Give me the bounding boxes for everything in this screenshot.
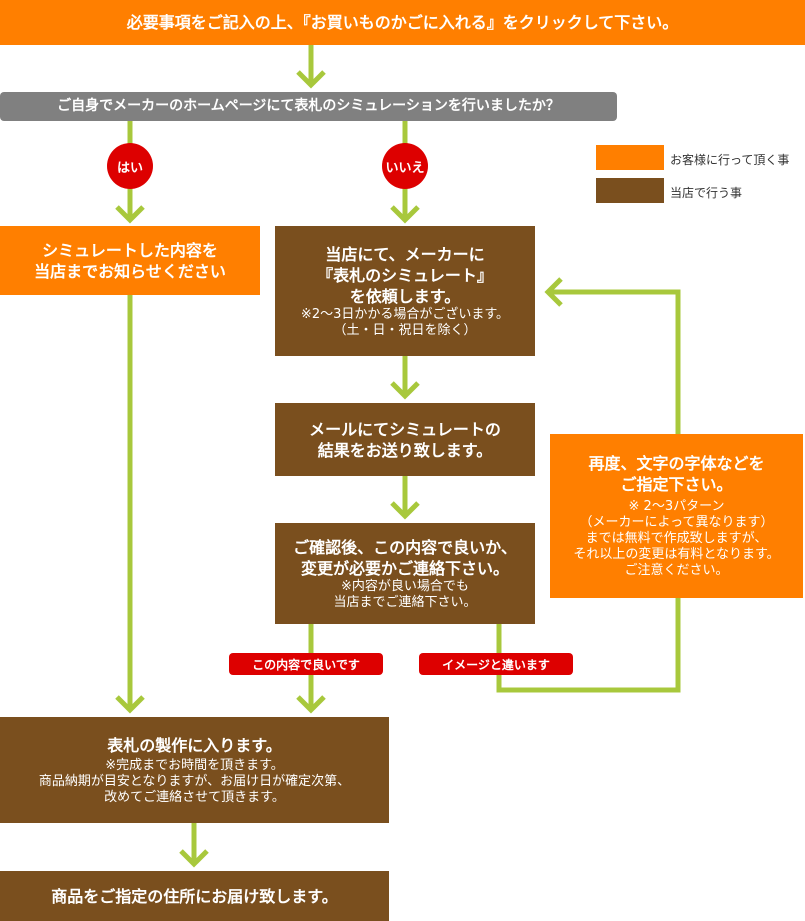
yes-answer-label: はい xyxy=(116,160,143,176)
question-text: ご自身でメーカーのホームページにて表札のシミュレーションを行いましたか？ xyxy=(57,98,560,114)
different-label-tag: イメージと違います xyxy=(419,653,573,675)
ok-label-text: この内容で良いです xyxy=(252,657,360,672)
header-text: 必要事項をご記入の上、『お買いものかごに入れる』をクリックして下さい。 xyxy=(126,13,679,32)
yes-answer-badge: はい xyxy=(107,143,153,189)
no-step1-title: 当店にて、メーカーに 『表札のシミュレート』 を依頼します。 xyxy=(317,244,493,306)
legend-customer-swatch xyxy=(596,145,664,170)
yes-step-box: シミュレートした内容を 当店までお知らせください xyxy=(0,226,260,295)
legend-store-swatch xyxy=(596,178,664,203)
legend-customer-label: お客様に行って頂く事 xyxy=(670,153,790,167)
redo-step-title: 再度、文字の字体などを ご指定下さい。 xyxy=(588,454,765,494)
question-bar: ご自身でメーカーのホームページにて表札のシミュレーションを行いましたか？ xyxy=(0,92,617,121)
ok-label-tag: この内容で良いです xyxy=(229,653,383,675)
production-note: ※完成までお時間を頂きます。 商品納期が目安となりますが、お届け日が確定次第、 … xyxy=(38,757,351,805)
header-instruction-bar: 必要事項をご記入の上、『お買いものかごに入れる』をクリックして下さい。 xyxy=(0,0,805,45)
no-step2-title: メールにてシミュレートの 結果をお送り致します。 xyxy=(309,419,501,460)
no-step1-box: 当店にて、メーカーに 『表札のシミュレート』 を依頼します。 ※2～3日かかる場… xyxy=(275,226,535,356)
redo-step-note: ※ 2～3パターン （メーカーによって異なります） までは無料で作成致しますが、… xyxy=(573,499,780,578)
no-answer-badge: いいえ xyxy=(382,143,428,189)
production-step-box: 表札の製作に入ります。 ※完成までお時間を頂きます。 商品納期が目安となりますが… xyxy=(0,717,389,823)
no-step1-note: ※2～3日かかる場合がございます。 （土・日・祝日を除く） xyxy=(300,306,510,338)
yes-step-title: シミュレートした内容を 当店までお知らせください xyxy=(34,240,226,281)
no-step3-title: ご確認後、この内容で良いか、 変更が必要かご連絡下さい。 xyxy=(293,537,517,578)
no-step3-note: ※内容が良い場合でも 当店までご連絡下さい。 xyxy=(333,578,477,610)
delivery-step-box: 商品をご指定の住所にお届け致します。 xyxy=(0,871,389,921)
redo-step-box: 再度、文字の字体などを ご指定下さい。 ※ 2～3パターン （メーカーによって異… xyxy=(550,434,803,598)
no-step3-box: ご確認後、この内容で良いか、 変更が必要かご連絡下さい。 ※内容が良い場合でも … xyxy=(275,523,535,624)
no-answer-label: いいえ xyxy=(385,160,425,176)
different-label-text: イメージと違います xyxy=(442,657,550,672)
no-step2-box: メールにてシミュレートの 結果をお送り致します。 xyxy=(275,403,535,476)
legend-store-label: 当店で行う事 xyxy=(670,186,743,200)
production-title: 表札の製作に入ります。 xyxy=(107,735,282,755)
delivery-title: 商品をご指定の住所にお届け致します。 xyxy=(51,886,338,906)
